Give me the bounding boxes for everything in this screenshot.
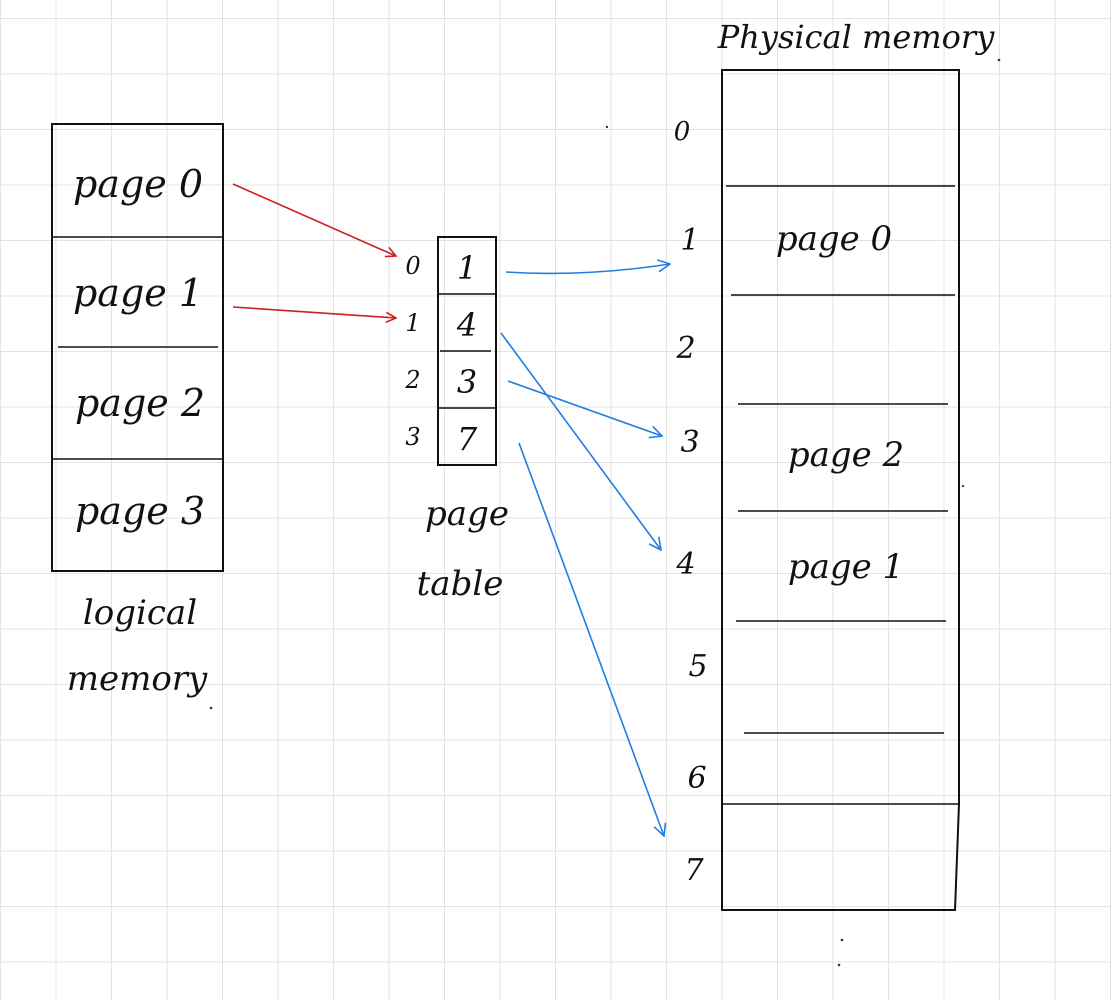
frame-content: page 2	[788, 435, 904, 475]
page-table-box	[437, 236, 497, 466]
logical-page-label: page 2	[75, 381, 205, 425]
table-to-physical-arrows	[500, 264, 670, 836]
logical-memory-box	[51, 123, 224, 572]
pen-dot	[997, 58, 1001, 62]
mapping-arrow	[500, 332, 661, 550]
pen-dot	[837, 963, 841, 967]
frame-number: 7	[684, 853, 704, 888]
pen-dot	[840, 938, 844, 942]
physical-memory-title: Physical memory	[717, 18, 995, 56]
logical-to-table-arrows	[232, 183, 396, 318]
page-table-frame: 4	[456, 306, 477, 344]
frame-content: page 1	[788, 547, 904, 587]
mapping-arrow	[505, 264, 670, 275]
logical-memory-label: memory	[67, 659, 208, 699]
logical-memory-label: logical	[83, 593, 197, 633]
mapping-arrow	[507, 380, 662, 436]
mapping-arrow	[232, 183, 396, 256]
frame-number: 2	[675, 331, 695, 366]
frame-number: 1	[680, 223, 699, 258]
mapping-arrow	[232, 306, 396, 318]
pen-dot	[961, 484, 965, 488]
page-table-frame: 7	[457, 420, 478, 458]
frame-number: 3	[680, 425, 699, 460]
logical-memory: page 0 page 1 page 2 page 3 logical memo…	[51, 123, 224, 699]
logical-page-label: page 0	[73, 162, 203, 206]
frame-content: page 0	[776, 219, 892, 259]
logical-page-label: page 1	[73, 271, 203, 315]
frame-number: 4	[675, 547, 695, 582]
physical-memory: Physical memory 0 1 2 3 4 5 6 7 page 0 p…	[674, 18, 995, 911]
frame-number: 0	[674, 117, 691, 147]
pen-dot	[209, 706, 213, 710]
frame-number: 6	[687, 761, 706, 796]
page-table: 0 1 2 3 1 4 3 7 page table	[404, 236, 509, 604]
page-table-index: 3	[405, 423, 420, 451]
pen-dot	[605, 125, 609, 129]
mapping-arrow	[518, 442, 664, 836]
page-table-index: 1	[405, 309, 420, 337]
frame-number: 5	[688, 649, 707, 684]
logical-page-label: page 3	[75, 489, 205, 533]
page-table-index: 0	[405, 252, 420, 280]
page-table-index: 2	[404, 366, 420, 394]
pen-marks	[209, 58, 1001, 967]
page-table-frame: 3	[457, 363, 477, 401]
page-table-label: table	[417, 564, 504, 604]
physical-memory-box	[721, 69, 960, 911]
page-table-label: page	[425, 494, 509, 534]
page-table-frame: 1	[457, 249, 477, 287]
